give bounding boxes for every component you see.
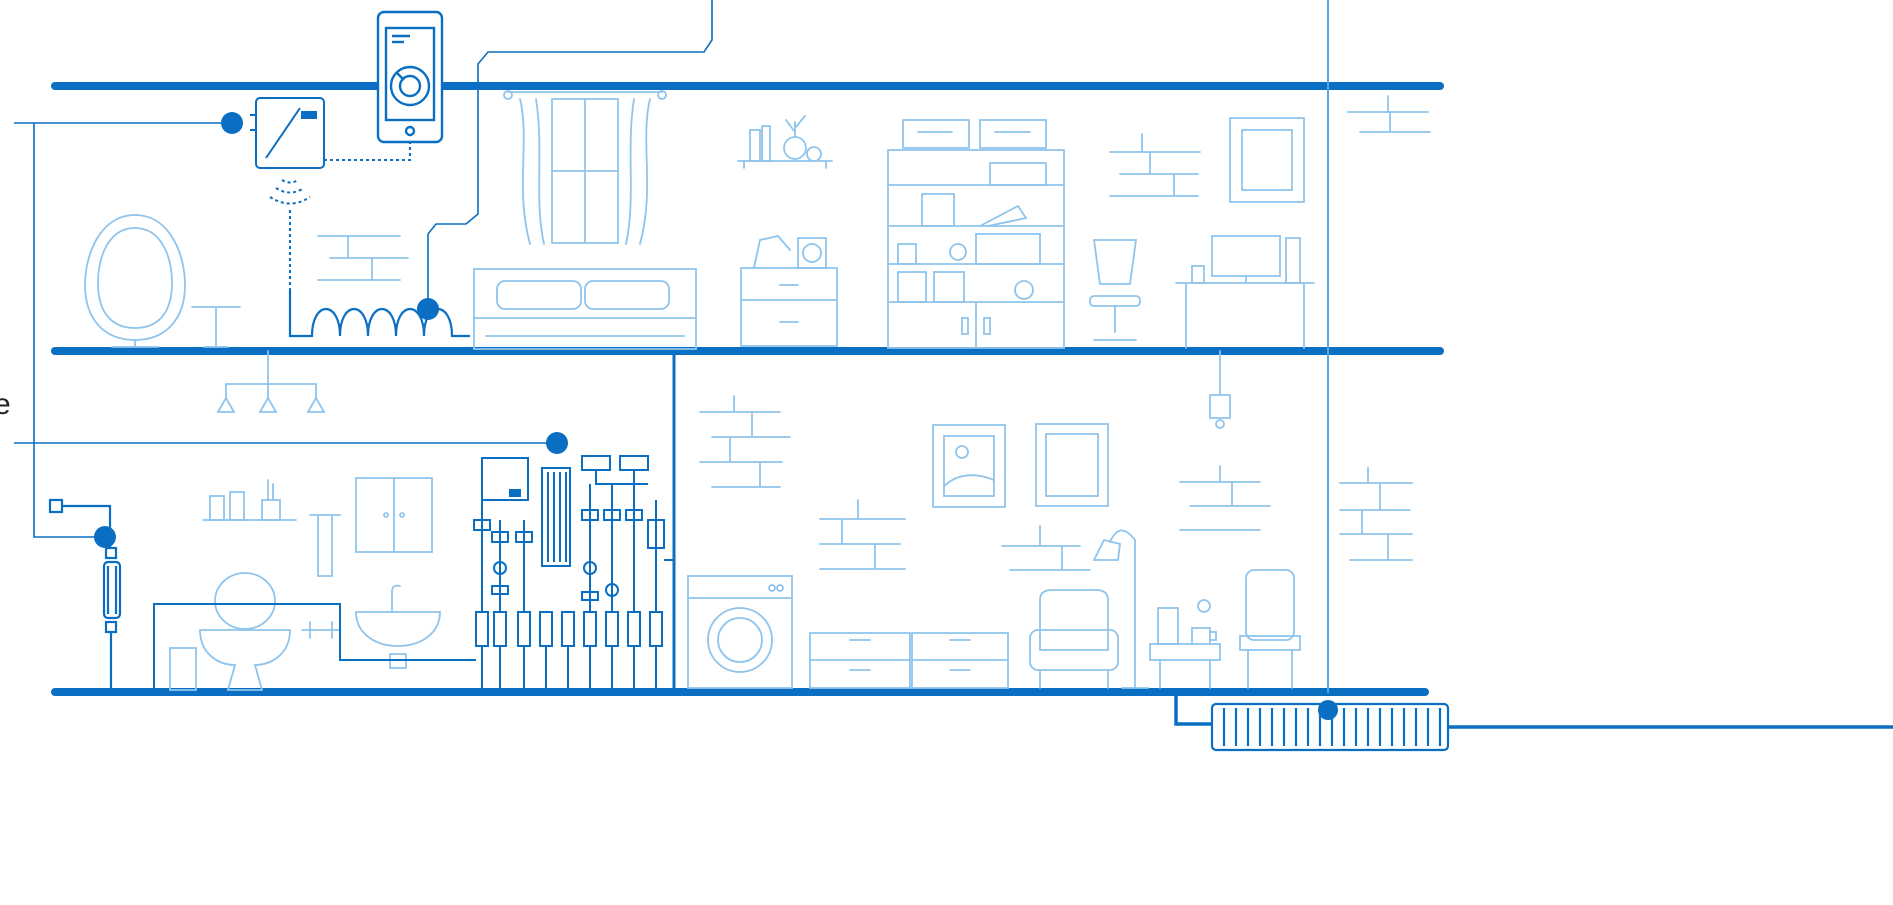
hotspots[interactable] — [94, 112, 1338, 720]
towel-rail — [310, 515, 340, 576]
wall-cabinet — [356, 478, 432, 552]
side-table-lower — [1150, 600, 1220, 688]
nightstand — [741, 236, 837, 346]
brick-pattern — [318, 236, 408, 280]
floor-lamp — [1094, 530, 1148, 688]
side-table — [192, 307, 240, 347]
manifold-supply-pipes — [482, 646, 656, 688]
cropped-edge-text: e — [0, 388, 11, 422]
underfloor-heating-pipe — [290, 290, 470, 336]
bathroom-sink — [356, 586, 440, 668]
picture-frame-upper — [1230, 118, 1304, 202]
manifold-hotspot[interactable] — [546, 432, 568, 454]
manifold-actuators — [476, 612, 662, 646]
bookcase — [888, 120, 1064, 348]
controller-hotspot[interactable] — [221, 112, 243, 134]
wireless-signal-icon — [270, 180, 310, 204]
water-filter-hotspot[interactable] — [94, 526, 116, 548]
brick-pattern-lower-middle — [1002, 526, 1090, 570]
dining-chair — [1240, 570, 1300, 688]
lower-floor-room — [170, 351, 1412, 690]
brick-pattern-lower-left — [700, 396, 790, 487]
chandelier — [218, 351, 324, 412]
window-with-curtains — [504, 91, 666, 244]
radiator-supply-pipe — [1176, 696, 1212, 724]
heating-manifold — [154, 456, 674, 688]
pendant-lamp — [1210, 351, 1230, 428]
brick-pattern-far-right-lower — [1340, 468, 1412, 560]
brick-pattern-lower-right — [1180, 466, 1270, 530]
leader-line-top — [428, 0, 712, 308]
smartphone-app — [378, 12, 442, 142]
armchair — [1030, 590, 1118, 688]
bed — [474, 269, 696, 349]
wall-shelf — [738, 116, 832, 168]
radiator — [1176, 696, 1893, 750]
office-chair — [1090, 240, 1140, 340]
radiator-hotspot[interactable] — [1318, 700, 1338, 720]
toilet — [170, 573, 290, 690]
valve-fitting — [302, 622, 340, 638]
leader-line-main-vertical — [34, 123, 104, 537]
egg-chair — [85, 215, 185, 347]
manifold-control-box — [482, 458, 528, 500]
picture-frames-lower — [933, 424, 1108, 507]
brick-pattern-far-right — [1348, 96, 1430, 132]
brick-pattern-center — [820, 500, 905, 569]
bathroom-shelf — [203, 480, 296, 520]
desk-with-computer — [1176, 236, 1314, 348]
washing-machine — [688, 576, 792, 688]
underfloor-heating-hotspot[interactable] — [417, 298, 439, 320]
controller-to-app-link — [324, 142, 410, 160]
brick-pattern-right — [1110, 134, 1200, 196]
dressers — [810, 633, 1008, 688]
